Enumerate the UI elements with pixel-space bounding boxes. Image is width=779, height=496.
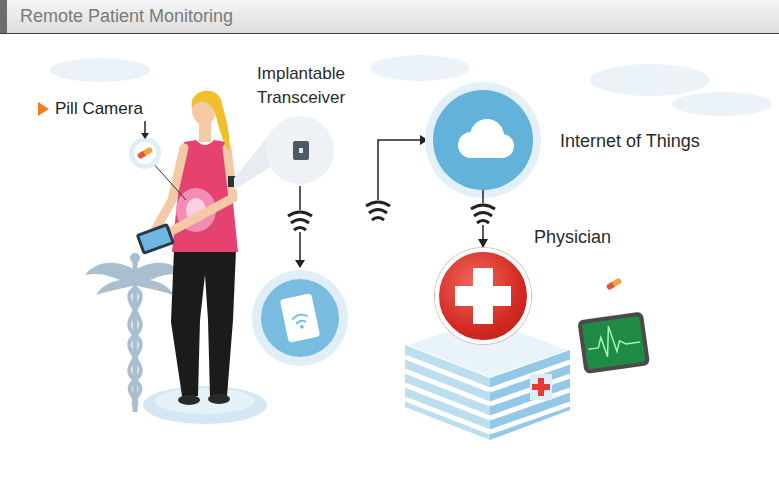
signal-arrow — [286, 210, 314, 232]
sky-clouds — [50, 55, 772, 116]
hospital-building — [490, 404, 570, 432]
node-label: Physician — [534, 226, 611, 248]
node-label: Internet of Things — [560, 130, 700, 152]
sky-clouds — [50, 58, 150, 82]
patient-figure — [136, 223, 175, 255]
patient-figure — [171, 250, 236, 396]
pill-camera-icon — [141, 133, 149, 139]
red-cross-symbol — [439, 252, 527, 340]
wifi-symbol — [469, 203, 497, 225]
platform — [155, 388, 255, 414]
tablet-icon — [292, 313, 309, 324]
sky-clouds — [672, 92, 772, 116]
signal-arrow — [366, 135, 428, 220]
tablet-icon — [280, 293, 320, 343]
tablet-icon — [300, 325, 304, 329]
patient-figure — [166, 148, 233, 234]
arrowhead — [478, 239, 488, 248]
small-pill — [606, 277, 623, 290]
title: Remote Patient Monitoring — [20, 0, 233, 33]
transceiver-callout — [234, 116, 334, 190]
patient-figure — [208, 394, 230, 404]
signal-arrow — [295, 260, 305, 268]
tablet-icon — [280, 293, 320, 343]
patient-figure — [192, 91, 230, 152]
patient-figure — [136, 91, 238, 405]
caduceus-symbol — [129, 288, 141, 406]
pill-camera-icon — [38, 102, 49, 116]
tablet-icon — [252, 270, 348, 366]
cloud-symbol — [433, 90, 533, 190]
hospital-building — [405, 345, 490, 440]
hospital-building — [530, 374, 552, 400]
signal-arrow — [366, 202, 390, 220]
patient-figure — [136, 223, 175, 255]
wifi-symbol — [471, 205, 495, 223]
sky-clouds — [370, 55, 470, 81]
transceiver-callout — [266, 116, 334, 184]
tablet-icon — [261, 279, 339, 357]
cloud-shape — [458, 119, 514, 158]
signal-arrow — [288, 212, 312, 230]
signal-arrow — [378, 140, 421, 200]
cloud-node: Internet of Things — [433, 90, 533, 190]
transceiver-chip — [293, 141, 309, 160]
caduceus-symbol — [130, 253, 140, 263]
hospital-building — [405, 357, 570, 432]
cloud-shape — [463, 144, 509, 158]
transceiver-callout — [234, 134, 272, 190]
signal-arrow — [286, 186, 314, 268]
patient-figure — [139, 227, 171, 252]
cloud-halo — [425, 82, 541, 198]
pill-camera-icon — [143, 146, 154, 156]
hospital-building — [532, 384, 550, 390]
small-pill — [612, 277, 623, 287]
monitor-icon — [580, 314, 648, 372]
sky-clouds — [590, 64, 710, 96]
caduceus-symbol — [85, 253, 185, 412]
monitor-icon — [580, 314, 648, 372]
patient-figure — [178, 395, 200, 405]
pill-camera-icon — [134, 142, 156, 164]
physician-node: Physician — [435, 248, 531, 344]
chip-mark — [299, 148, 303, 153]
platform — [143, 386, 267, 424]
tablet-icon — [252, 270, 348, 366]
hospital-building — [405, 399, 490, 432]
header-accent — [0, 0, 7, 33]
transceiver-node: Implantable Transceiver — [245, 62, 357, 160]
pill-camera-icon — [152, 162, 186, 200]
header-bar: Remote Patient Monitoring — [0, 0, 779, 34]
monitor-icon — [586, 322, 642, 359]
callout-label: Pill Camera — [55, 98, 143, 120]
platform — [143, 386, 267, 424]
node-label: Implantable Transceiver — [245, 62, 357, 110]
caduceus-symbol — [85, 263, 135, 295]
pill-camera-icon — [137, 146, 154, 159]
pill-camera-icon — [129, 137, 161, 169]
pill-camera-icon — [144, 121, 146, 134]
cross-bar — [455, 286, 511, 306]
caduceus-symbol — [129, 288, 141, 406]
wifi-symbol — [469, 203, 497, 225]
hospital-building — [490, 350, 570, 440]
